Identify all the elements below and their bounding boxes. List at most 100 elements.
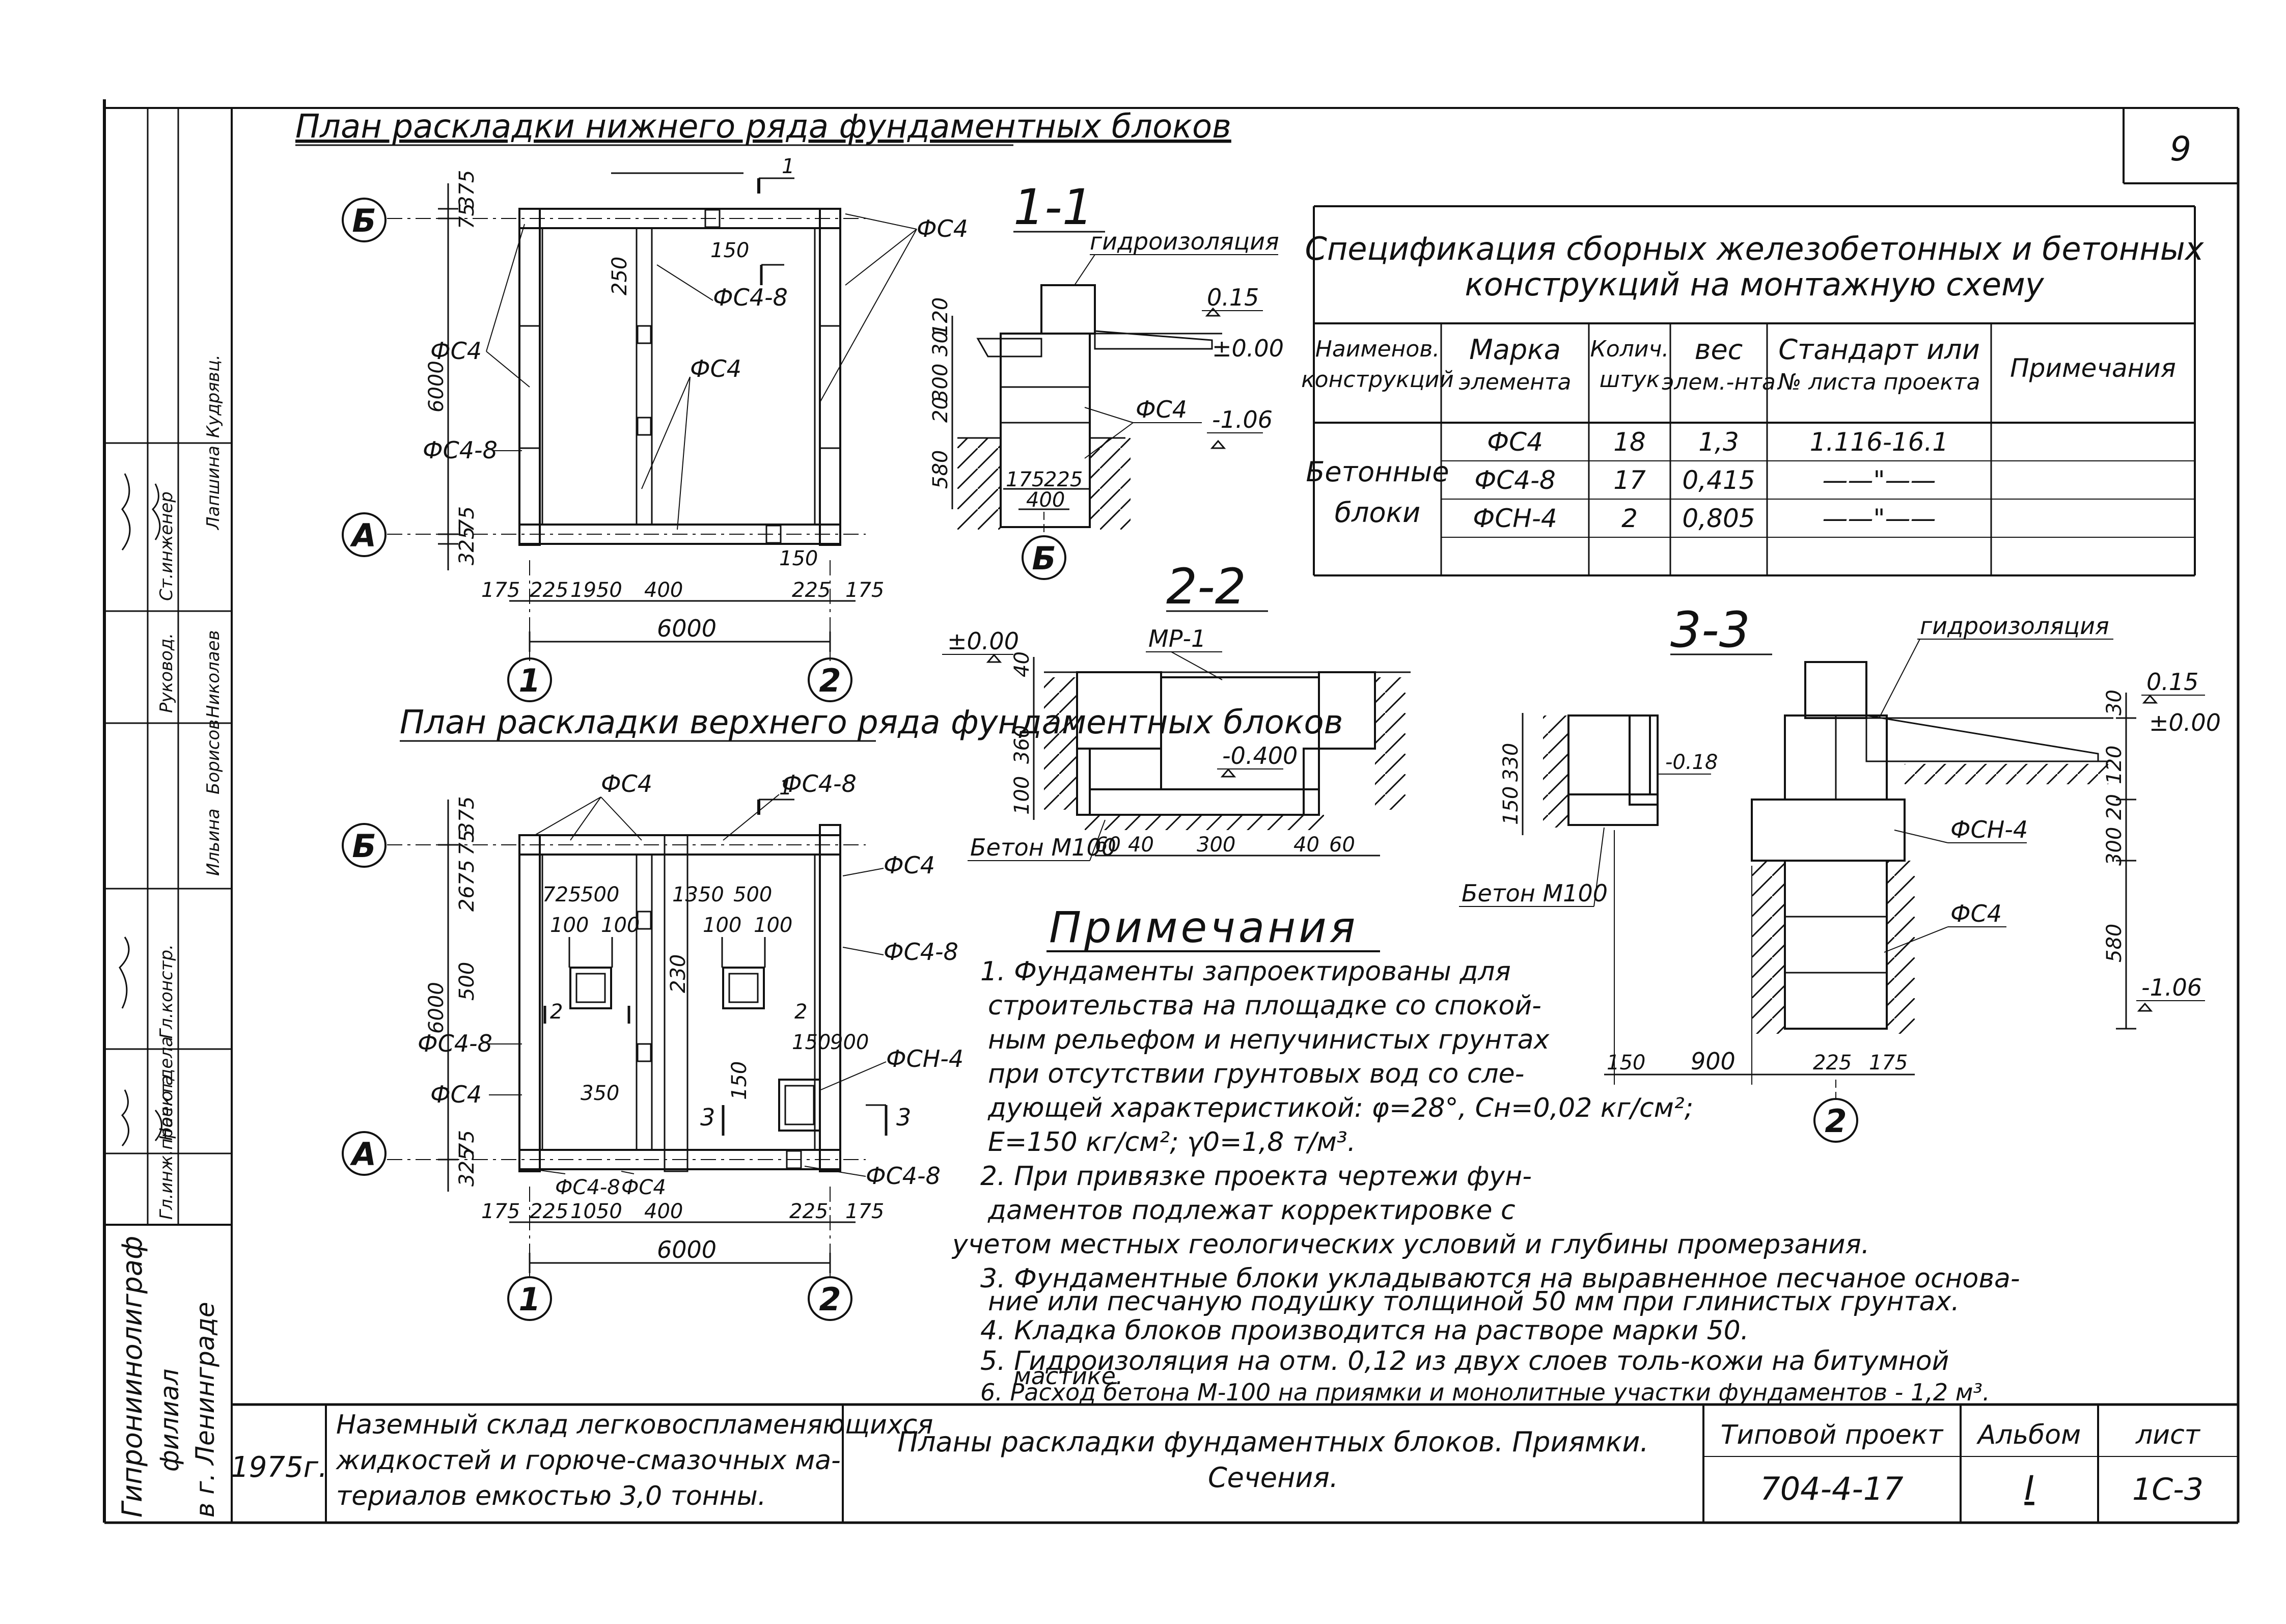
plan-bottom-label-fs4-mid: ФС4 [690,355,741,382]
section-1-1-dim-120: 120 [929,297,952,336]
plan-bottom-dim-250: 250 [608,257,631,295]
section-3-3-dim-225: 225 [1813,1051,1852,1075]
plan-top-dim-375: 375 [455,796,479,835]
plan-bottom-label-fs4-right: ФС4 [917,215,968,242]
name-2: Борисов [203,720,224,794]
section-2-2-cover: МР-1 [1148,625,1206,652]
plan-bottom-dim-225b: 225 [792,579,831,602]
section-1-1-hydro: гидроизоляция [1090,228,1279,255]
spec-row-3: ФСН-4 2 0,805 ——"—— [1473,504,1936,533]
spec-row-3-mark: ФСН-4 [1473,504,1557,533]
plan-bottom-label-fs48-mid: ФС4-8 [713,284,788,311]
plan-bottom-dim-150-bot: 150 [779,547,818,570]
plan-bottom-row: План раскладки нижнего ряда фундаментных… [295,108,1231,702]
block-sheet-name-2: Сечения. [1208,1462,1338,1494]
plan-top-cut-1: 1 [779,776,792,800]
block-description-3: териалов емкостью 3,0 тонны. [336,1481,766,1511]
section-2-2-level-top: ±0.00 [947,627,1019,655]
plan-top-dim-500b: 500 [733,883,772,906]
note-line-3: ным рельефом и непучинистых грунтах [988,1025,1550,1055]
section-2-2-title: 2-2 [1166,558,1246,615]
plan-bottom-title-text: План раскладки нижнего ряда фундаментных… [295,108,1231,146]
plan-top-label-fs48-right: ФС4-8 [866,1162,941,1190]
section-1-1-dim-300: 300 [929,364,952,402]
section-1-1-dim-580: 580 [929,450,952,489]
spec-row-1-weight: 1,3 [1698,427,1739,457]
plan-top-cut-3a: 3 [700,1104,715,1131]
spec-title-1: Спецификация сборных железобетонных и бе… [1305,230,2205,267]
spec-row-2: ФС4-8 17 0,415 ——"—— [1474,465,1936,495]
note-line-9: учетом местных геологических условий и г… [951,1229,1869,1260]
plan-top-dim-500a: 500 [581,883,619,906]
section-3-3-dim-580: 580 [2103,924,2126,962]
plan-top-label-fs4-bottom: ФС4 [621,1176,666,1199]
plan-top-dim-100c: 100 [703,914,741,937]
signature-strip [104,108,232,1226]
plan-bottom-dim-75-bot: 75 [455,506,479,532]
plan-top-row: План раскладки верхнего ряда фундаментны… [342,704,1343,1321]
section-2-2-dim-60b: 60 [1329,833,1355,857]
role-chief-constructor: Гл.констр. [156,944,177,1039]
plan-bottom-axis-2: 2 [819,662,841,699]
section-3-3-axis: 2 [1825,1103,1847,1140]
plan-bottom-dim-325: 325 [455,527,479,565]
section-2-2-dim-40b: 40 [1293,833,1319,857]
spec-header-standard-2: № листа проекта [1776,369,1980,395]
plan-bottom-dim-total-width: 6000 [657,615,717,642]
spec-row-3-weight: 0,805 [1682,504,1755,533]
role-chief-engineer: Гл.инж.проекта [156,1075,177,1220]
block-description-2: жидкостей и горюче-смазочных ма- [336,1445,841,1476]
section-1-1-block: ФС4 [1136,396,1187,423]
note-line-8: даментов подлежат корректировке с [987,1195,1516,1226]
section-3-3-dim-900: 900 [1691,1048,1736,1075]
plan-top-dim-100a: 100 [550,914,589,937]
signature-scribbles [119,473,162,1146]
section-3-3-level-015: 0.15 [2146,668,2198,696]
plan-top-axis-b: Б [352,828,376,865]
role-manager: Руковод. [156,633,177,713]
plan-top-dim-900: 900 [830,1031,869,1054]
section-3-3-dim-330: 330 [1499,743,1523,782]
plan-top-dim-total-width: 6000 [657,1236,717,1263]
section-3-3-dim-150: 150 [1499,786,1523,825]
plan-bottom-dim-175a: 175 [481,579,520,602]
section-1-1-level-000: ±0.00 [1212,335,1284,362]
note-line-2: строительства на площадке со спокой- [988,990,1541,1021]
spec-row-2-qty: 17 [1613,465,1646,495]
spec-header-name-2: конструкций [1301,367,1454,393]
plan-top-dim-350: 350 [581,1082,619,1105]
plan-top-dim-75a: 75 [455,830,479,856]
section-1-1-dim-20: 20 [929,397,952,423]
role-senior-engineer: Ст.инженер [156,491,177,601]
plan-bottom-dim-150-top: 150 [710,239,749,262]
plan-bottom-cut-mark: 1 [782,155,794,178]
plan-top-axis-1: 1 [518,1281,540,1318]
note-line-11: ние или песчаную подушку толщиной 50 мм … [988,1286,1960,1317]
plan-bottom-axis-1: 1 [518,662,540,699]
plan-top-dim-75b: 75 [455,1130,479,1156]
spec-row-1: ФС4 18 1,3 1.116-16.1 [1487,427,1948,457]
plan-bottom-title: План раскладки нижнего ряда фундаментных… [295,108,1231,146]
block-sheet-label: лист [2135,1420,2201,1450]
section-2-2-dim-300: 300 [1197,833,1235,857]
spec-group-label-1: Бетонные [1306,456,1449,488]
block-album-value: I [2024,1469,2034,1508]
section-2-2-dim-40a: 40 [1128,833,1154,857]
plan-top-dim-225b: 225 [789,1200,828,1223]
section-1-1-title: 1-1 [1013,179,1093,236]
spec-table [1313,205,2196,576]
plan-bottom-dim-total-height: 6000 [425,361,448,412]
section-1-1-dim-175: 175 [1006,468,1044,491]
plan-top-axis-a: А [349,1136,376,1173]
spec-header-standard-1: Стандарт или [1778,334,1980,366]
spec-header-mark-2: элемента [1459,369,1572,395]
section-1-1-level-106: -1.06 [1212,406,1273,433]
plan-top-dim-100d: 100 [754,914,792,937]
spec-row-2-standard: ——"—— [1823,465,1936,495]
plan-top-dim-1050: 1050 [570,1200,622,1223]
plan-top-dim-325: 325 [455,1148,479,1187]
block-sheet-value: 1С-3 [2132,1472,2204,1507]
plan-top-label-fs4-b: ФС4 [884,851,935,879]
org-name: Гипрониинолиграф [116,1236,148,1518]
plan-top-dim-230: 230 [667,954,690,993]
